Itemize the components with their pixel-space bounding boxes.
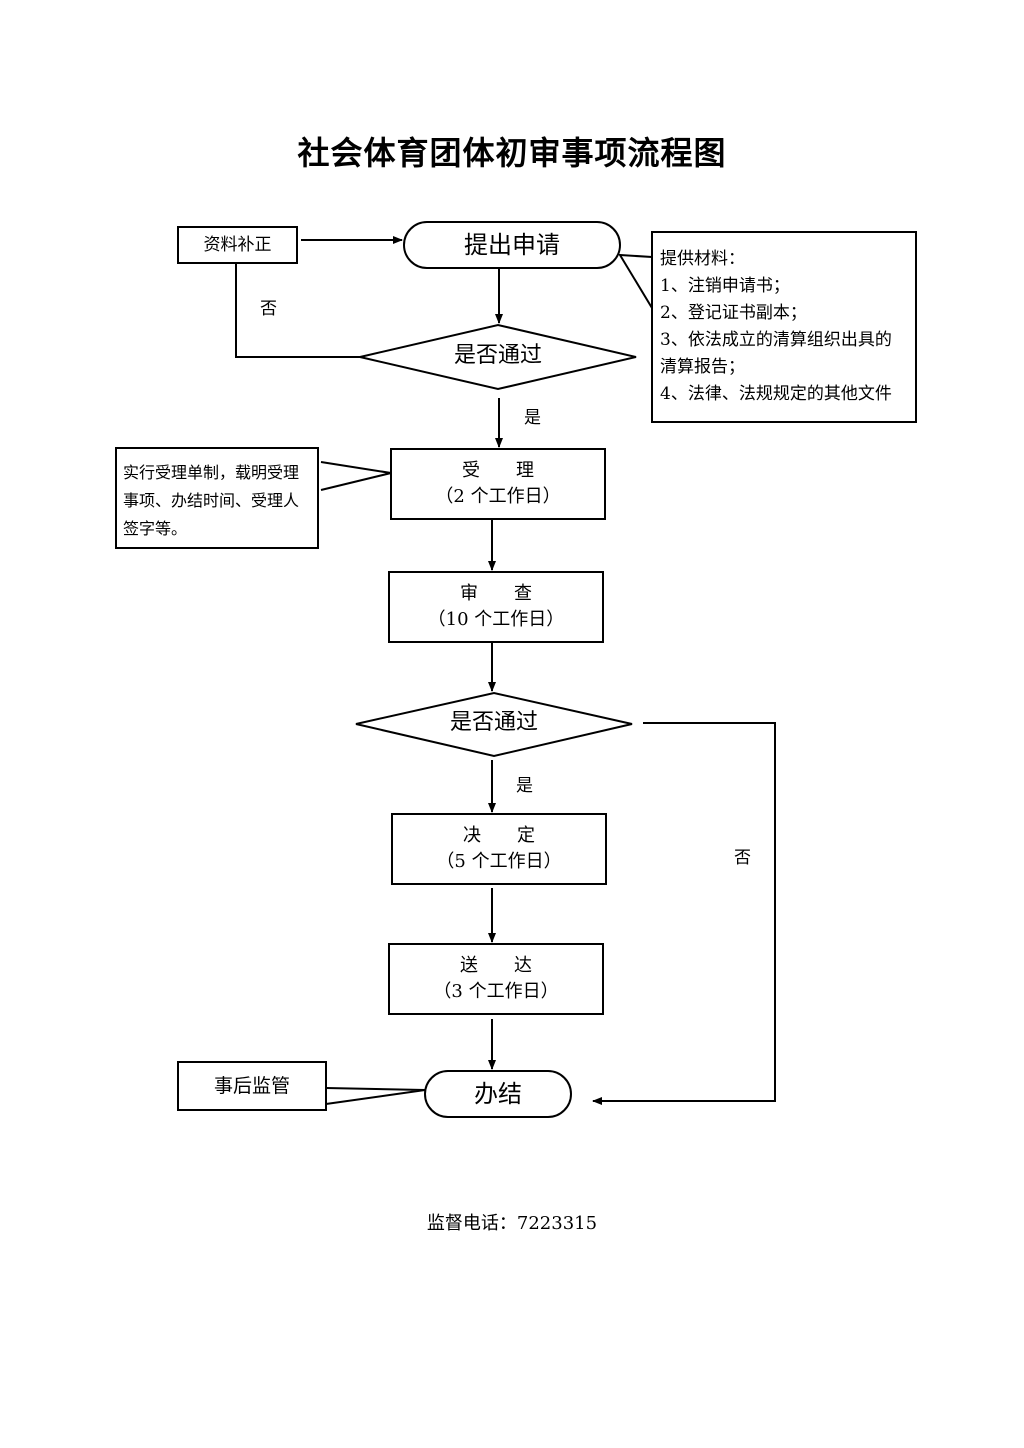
review-box (388, 571, 604, 643)
accept-days: （2 个工作日） (435, 486, 561, 507)
supervise-box (177, 1061, 327, 1111)
decide-days: （5 个工作日） (436, 851, 562, 872)
materials-callout-line (618, 253, 653, 309)
supplement-box (177, 226, 298, 264)
materials-note-line: 2、登记证书副本； (660, 303, 807, 323)
supervision-phone: 监督电话：7223315 (426, 1213, 598, 1234)
materials-note-line: 1、注销申请书； (660, 276, 790, 296)
page-title: 社会体育团体初审事项流程图 (297, 134, 727, 172)
accept-note: 实行受理单制，载明受理 事项、办结时间、受理人 签字等。 (123, 459, 299, 543)
review-title: 审 查 (460, 583, 532, 604)
review-days: （10 个工作日） (427, 609, 565, 630)
deliver-title: 送 达 (460, 955, 532, 976)
edge-label-no-2: 否 (734, 848, 751, 868)
materials-note-line: 4、法律、法规规定的其他文件 (660, 384, 892, 404)
materials-note-line: 提供材料： (660, 249, 745, 269)
supervise-callout-line (325, 1087, 426, 1105)
decide-box (391, 813, 607, 885)
deliver-days: （3 个工作日） (433, 981, 559, 1002)
apply-label: 提出申请 (464, 231, 560, 259)
materials-note: 提供材料： 1、注销申请书； 2、登记证书副本； 3、依法成立的清算组织出具的 … (660, 246, 892, 408)
materials-note-line: 3、依法成立的清算组织出具的 (660, 330, 892, 350)
finish-terminal (424, 1070, 572, 1118)
accept-note-line: 签字等。 (123, 519, 188, 538)
accept-callout-line (320, 461, 392, 491)
accept-box (390, 448, 606, 520)
materials-note-box (651, 231, 917, 423)
supplement-label: 资料补正 (203, 235, 272, 255)
deliver-box (388, 943, 604, 1015)
check1-label: 是否通过 (453, 343, 542, 368)
check2-label: 是否通过 (449, 710, 538, 735)
accept-title: 受 理 (462, 460, 534, 481)
accept-note-line: 实行受理单制，载明受理 (123, 463, 300, 482)
line-reject-to-supplement (235, 263, 360, 358)
supervise-label: 事后监管 (213, 1075, 290, 1097)
accept-note-line: 事项、办结时间、受理人 (123, 491, 300, 510)
arrow-reject-to-finish (592, 722, 776, 1105)
materials-note-line: 清算报告； (660, 357, 745, 377)
decision-diamond-2 (355, 691, 633, 758)
decision-diamond-1 (359, 323, 637, 391)
apply-terminal (403, 221, 621, 269)
finish-label: 办结 (474, 1080, 522, 1108)
edge-label-no-1: 否 (260, 299, 277, 319)
decide-title: 决 定 (463, 825, 535, 846)
accept-note-box (115, 447, 319, 549)
edge-label-yes-1: 是 (524, 408, 541, 428)
edge-label-yes-2: 是 (516, 776, 533, 796)
